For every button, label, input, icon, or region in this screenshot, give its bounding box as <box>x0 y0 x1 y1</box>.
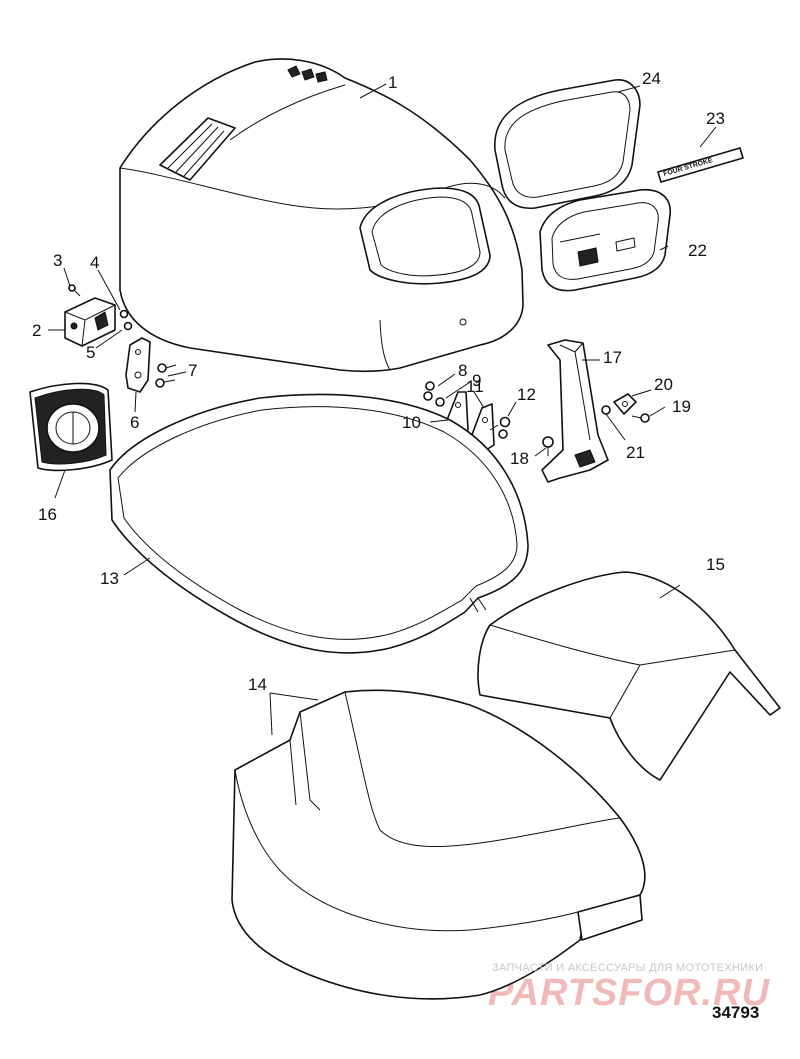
callout-14: 14 <box>248 675 267 694</box>
callout-5: 5 <box>86 343 95 362</box>
callout-15: 15 <box>706 555 725 574</box>
latch-assembly <box>64 284 133 347</box>
callout-24: 24 <box>642 69 661 88</box>
rear-panel <box>29 382 113 472</box>
window-frame <box>539 189 671 292</box>
callout-9: 9 <box>472 371 481 390</box>
callout-1: 1 <box>388 73 397 92</box>
callout-11: 11 <box>466 377 484 396</box>
callout-4: 4 <box>90 253 99 272</box>
callout-23: 23 <box>706 109 725 128</box>
callout-18: 18 <box>510 449 529 468</box>
callout-7: 7 <box>188 361 197 380</box>
callout-2: 2 <box>32 321 41 340</box>
diagram-number: 34793 <box>712 1003 759 1022</box>
rear-cover <box>477 571 781 781</box>
watermark-logo: PARTSFOR.RU <box>488 972 770 1014</box>
callout-12: 12 <box>517 385 536 404</box>
callout-22: 22 <box>688 241 707 260</box>
lower-cowl <box>231 689 646 1000</box>
hinge-bracket <box>125 337 177 393</box>
window-seal-ring <box>494 79 641 210</box>
callout-3: 3 <box>53 251 62 270</box>
support-bracket <box>541 339 650 483</box>
callout-21: 21 <box>626 443 645 462</box>
cowl-seal <box>109 393 529 654</box>
callout-6: 6 <box>130 413 139 432</box>
leader-lines <box>48 83 717 736</box>
four-stroke-decal: FOUR STROKE <box>657 147 744 183</box>
watermark-caption: ЗАПЧАСТИ И АКСЕССУАРЫ ДЛЯ МОТОТЕХНИКИ <box>492 962 764 974</box>
callout-8: 8 <box>458 361 467 380</box>
callout-16: 16 <box>38 505 57 524</box>
callout-19: 19 <box>672 397 691 416</box>
callout-13: 13 <box>100 569 119 588</box>
callout-20: 20 <box>654 375 673 394</box>
top-cowl <box>119 58 524 373</box>
callout-10: 10 <box>402 413 421 432</box>
callouts: 1 2 3 4 5 6 7 8 9 10 11 12 13 14 15 16 1… <box>32 69 759 1022</box>
callout-17: 17 <box>603 348 622 367</box>
